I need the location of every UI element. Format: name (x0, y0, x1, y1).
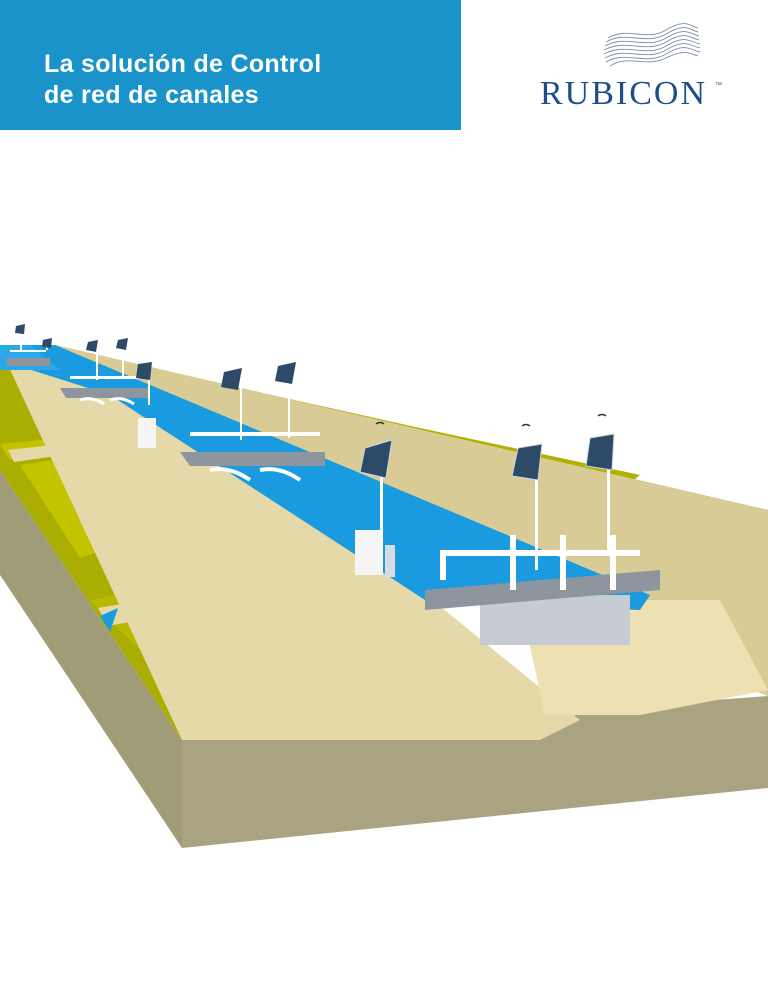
gate-structure-near (425, 535, 660, 645)
solar-panel-icon (511, 423, 543, 570)
gate-structure-far (60, 376, 150, 406)
solar-panel-icon (221, 368, 242, 440)
brand-trademark: ™ (715, 82, 722, 89)
canal-illustration (0, 324, 768, 848)
solar-panel-icon (275, 362, 296, 438)
waves-logo-icon (603, 23, 701, 67)
soil-front-face (0, 470, 182, 848)
canal-water (0, 345, 650, 610)
solar-panel-icon (359, 421, 393, 560)
title-line-1: La solución de Control (44, 50, 322, 78)
offtake-gate-near (355, 530, 395, 577)
solar-panel-icon (15, 324, 52, 350)
solar-panel-icon (136, 362, 152, 405)
side-channel-water (100, 608, 118, 632)
solar-panel-icon (86, 338, 128, 380)
title-banner: La solución de Control de red de canales (0, 0, 461, 130)
title-line-2: de red de canales (44, 81, 259, 109)
solar-panel-icon (585, 413, 615, 550)
brand-name: RUBICON (540, 75, 708, 112)
gate-structure-distant (6, 350, 50, 366)
gate-structure-mid (180, 432, 325, 482)
rubicon-logo: RUBICON ™ (540, 20, 740, 120)
offtake-gate-mid (138, 418, 156, 448)
